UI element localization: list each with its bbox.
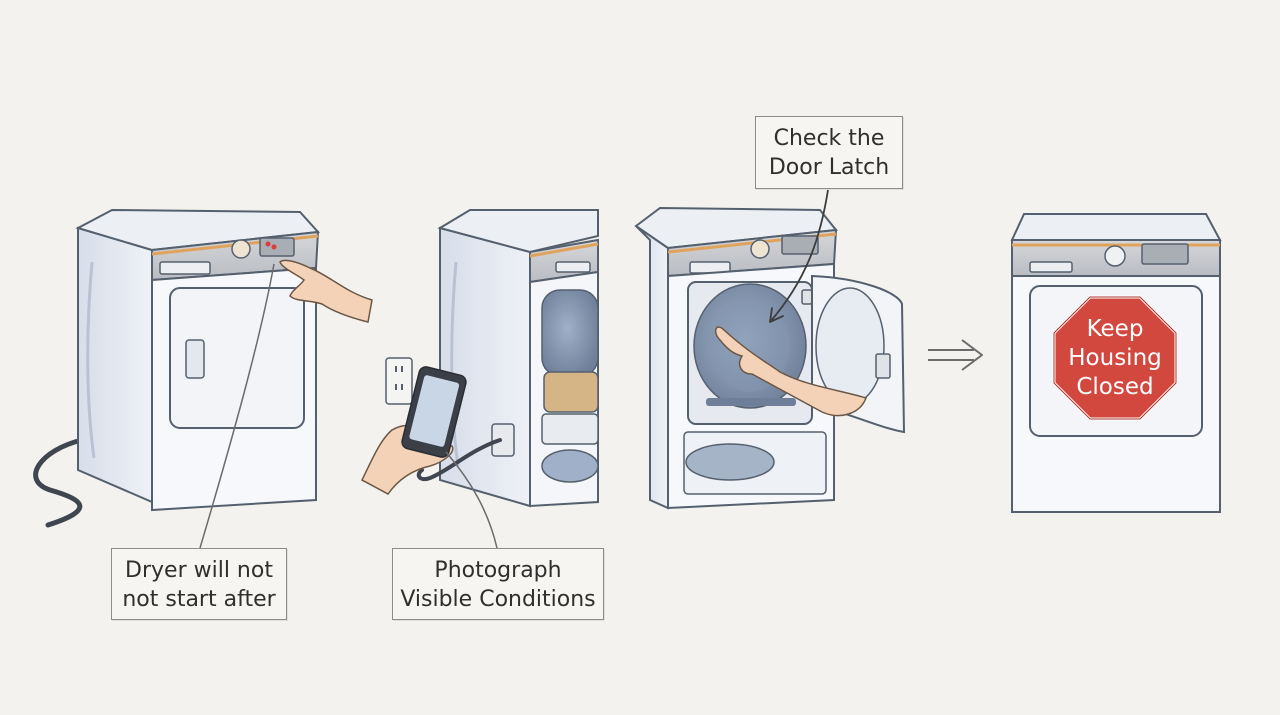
control-knob bbox=[231, 239, 251, 259]
label-line: Visible Conditions bbox=[400, 587, 596, 612]
power-cord-icon bbox=[33, 437, 85, 528]
door-latch bbox=[801, 289, 813, 305]
label-line: not start after bbox=[122, 587, 276, 612]
smartphone-icon bbox=[401, 366, 467, 458]
arrow-right-icon bbox=[928, 339, 983, 371]
start-button-panel bbox=[259, 237, 295, 257]
power-cord-icon bbox=[416, 438, 502, 482]
stop-sign-line-2: Housing bbox=[1068, 345, 1162, 371]
dryer-3-open-door bbox=[634, 189, 906, 510]
hand-pressing-button bbox=[279, 259, 373, 323]
label-line: Dryer will not bbox=[125, 558, 273, 583]
indicator-light bbox=[265, 241, 271, 247]
stop-sign-text: Keep Housing Closed bbox=[1052, 315, 1178, 402]
stop-sign-line-1: Keep bbox=[1086, 316, 1144, 342]
dryer-4-keep-closed bbox=[1010, 213, 1222, 513]
dryer-1-front-panel-pressed bbox=[33, 208, 373, 549]
stop-sign-line-3: Closed bbox=[1076, 374, 1154, 400]
wall-outlet-icon bbox=[385, 357, 413, 405]
label-dryer-will-not-start: Dryer will not not start after bbox=[111, 548, 287, 620]
dryer-2-cutaway-with-phone bbox=[361, 209, 599, 549]
label-line: Check the bbox=[773, 126, 885, 151]
label-photograph-conditions: Photograph Visible Conditions bbox=[392, 548, 604, 620]
label-line: Door Latch bbox=[768, 155, 890, 180]
label-check-door-latch: Check the Door Latch bbox=[755, 116, 903, 189]
label-line: Photograph bbox=[434, 558, 562, 583]
hand-reaching-into-drum bbox=[714, 326, 867, 417]
